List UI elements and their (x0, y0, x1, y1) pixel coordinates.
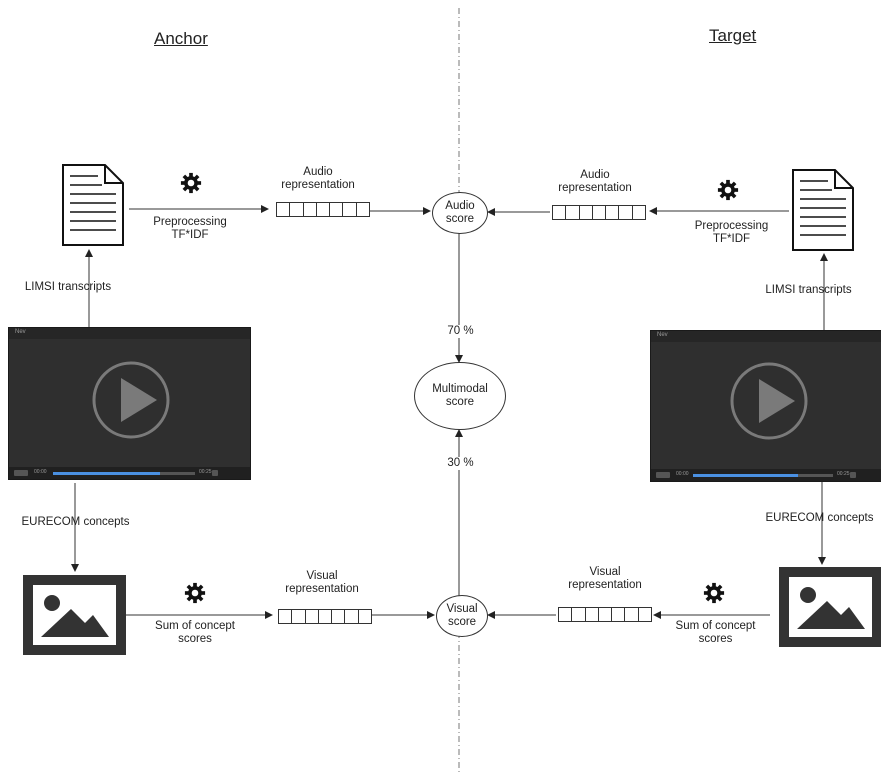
visual-weight-label: 30 % (443, 457, 478, 470)
video-player-icon: Nev 00:00 00:25 (650, 330, 881, 482)
player-progress (693, 474, 833, 477)
image-icon (23, 575, 126, 655)
right-transcripts-label: LIMSI transcripts (765, 284, 852, 296)
anchor-heading: Anchor (154, 29, 208, 48)
right-audio-vector (552, 205, 646, 220)
gear-icon (717, 179, 739, 201)
document-icon (62, 164, 124, 246)
left-transcripts-label: LIMSI transcripts (24, 281, 112, 293)
player-progress (53, 472, 195, 475)
player-menu-label: Nev (657, 332, 668, 338)
left-audio-vector (276, 202, 370, 217)
play-icon (730, 362, 808, 440)
image-icon (779, 567, 881, 647)
player-time-current: 00:00 (34, 469, 47, 475)
audio-weight-label: 70 % (443, 325, 478, 338)
gear-icon (180, 172, 202, 194)
target-heading: Target (709, 26, 757, 45)
document-icon (792, 169, 854, 251)
play-icon (92, 361, 170, 439)
left-concepts-label: EURECOM concepts (21, 516, 130, 528)
right-visual-vector (558, 607, 652, 622)
player-time-current: 00:00 (676, 471, 689, 477)
player-time-total: 00:25 (199, 469, 212, 475)
gear-icon (703, 582, 725, 604)
gear-icon (184, 582, 206, 604)
right-concepts-label: EURECOM concepts (765, 512, 874, 524)
video-player-icon: Nev 00:00 00:25 (8, 327, 251, 480)
left-visual-vector (278, 609, 372, 624)
player-menu-label: Nev (15, 329, 26, 335)
player-time-total: 00:25 (837, 471, 850, 477)
